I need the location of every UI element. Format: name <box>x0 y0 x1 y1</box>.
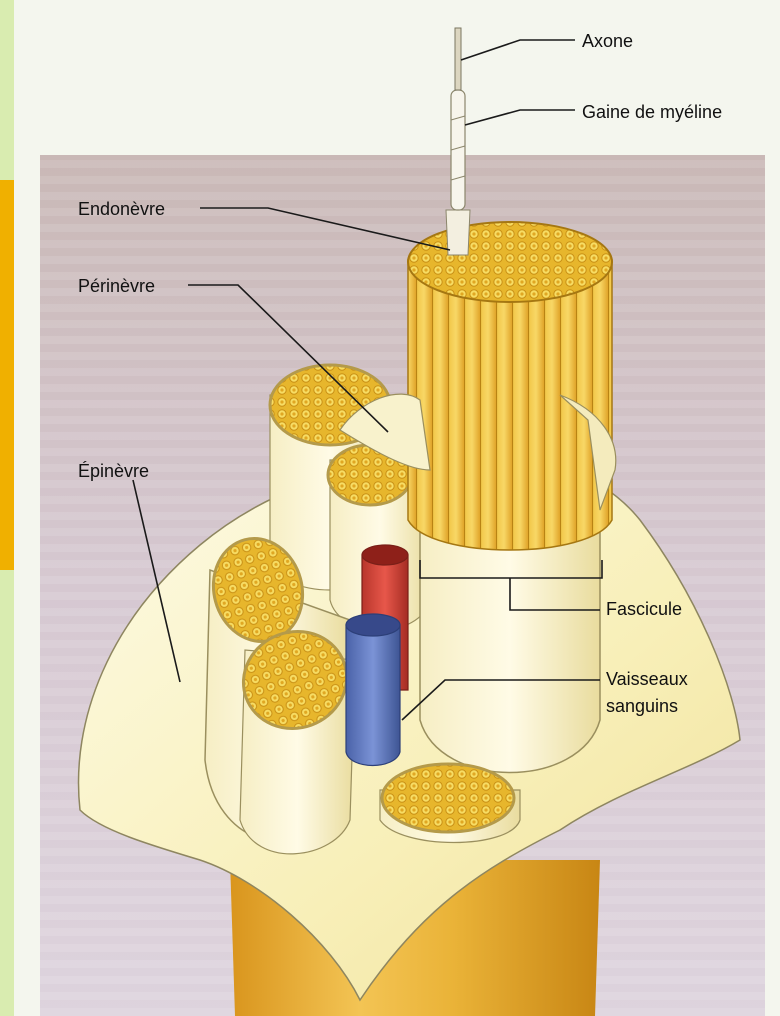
label-fascicule: Fascicule <box>606 599 682 619</box>
label-perinevre: Périnèvre <box>78 276 155 296</box>
label-gaine-de-myeline: Gaine de myéline <box>582 102 722 122</box>
vein <box>346 625 400 766</box>
label-endonevre: Endonèvre <box>78 199 165 219</box>
axon <box>455 28 461 90</box>
myelin-sheath <box>451 90 465 210</box>
label-axone: Axone <box>582 31 633 51</box>
fascicle-top <box>408 222 612 302</box>
label-vaisseaux: Vaisseaux <box>606 669 688 689</box>
label-sanguins: sanguins <box>606 696 678 716</box>
label-epinevre: Épinèvre <box>78 461 149 481</box>
